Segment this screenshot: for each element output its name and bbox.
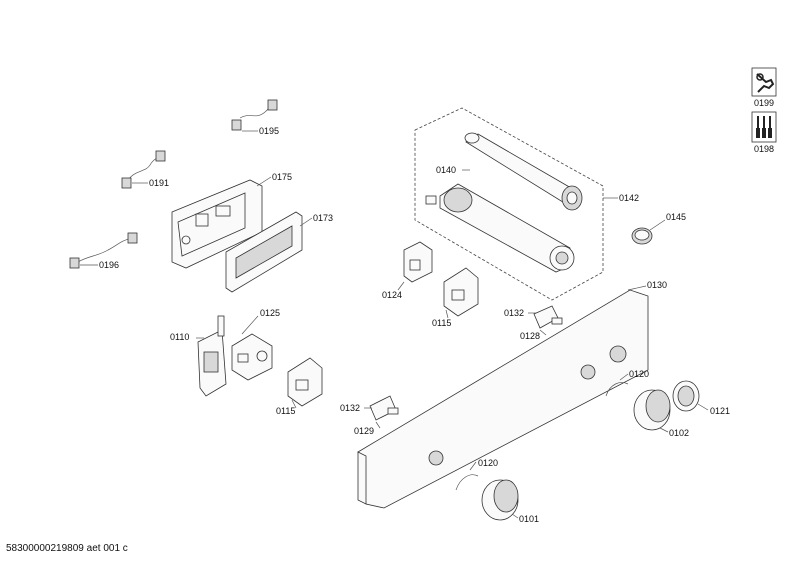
harness-0195[interactable]: 0195	[231, 99, 279, 136]
part-label-0132-b: 0132	[340, 403, 360, 413]
bracket-0115-lower[interactable]: 0115	[276, 357, 323, 416]
fan-housing[interactable]	[425, 183, 575, 273]
clip-0132-upper[interactable]: 0132 0128	[504, 305, 563, 341]
part-label-0175: 0175	[272, 172, 292, 182]
electronic-module-0175[interactable]: 0175	[171, 172, 292, 269]
part-label-0129: 0129	[354, 426, 374, 436]
part-label-0110: 0110	[170, 332, 189, 342]
harness-0196[interactable]: 0196	[69, 232, 138, 270]
tool-0199[interactable]: 0199	[751, 67, 777, 108]
clip-0132-lower[interactable]: 0132 0129	[340, 395, 399, 436]
part-label-0125: 0125	[260, 308, 280, 318]
harness-0191[interactable]: 0191	[121, 150, 169, 189]
part-label-0130: 0130	[647, 280, 667, 290]
tool-label-0199: 0199	[754, 98, 774, 108]
part-label-0128: 0128	[520, 331, 540, 341]
knob-0101[interactable]: 0101	[481, 479, 539, 524]
part-label-0115-b: 0115	[276, 406, 295, 416]
part-label-0101: 0101	[519, 514, 539, 524]
cover-cap-0145[interactable]: 0145	[631, 212, 686, 245]
part-label-0115-a: 0115	[432, 318, 451, 328]
fan-assembly-group-0142[interactable]: 0142	[414, 107, 639, 301]
document-id: 58300000219809 aet 001 c	[6, 543, 128, 554]
part-label-0120-a: 0120	[629, 369, 649, 379]
control-board-0110[interactable]: 0110	[170, 315, 227, 397]
part-label-0191: 0191	[149, 178, 169, 188]
part-label-0145: 0145	[666, 212, 686, 222]
part-label-0132-a: 0132	[504, 308, 524, 318]
part-label-0124: 0124	[382, 290, 402, 300]
knob-0102[interactable]: 0102	[633, 389, 689, 438]
part-label-0140: 0140	[436, 165, 456, 175]
part-label-0120-b: 0120	[478, 458, 498, 468]
fan-motor-0140[interactable]: 0140	[436, 132, 583, 211]
part-label-0195: 0195	[259, 126, 279, 136]
tool-0198[interactable]: 0198	[751, 111, 777, 154]
relay-board-0125[interactable]: 0125	[231, 308, 280, 381]
control-panel-0130[interactable]: 0130	[357, 280, 667, 509]
part-label-0173: 0173	[313, 213, 333, 223]
part-label-0196: 0196	[99, 260, 119, 270]
screwdriver-set-icon	[756, 116, 772, 138]
part-label-0142: 0142	[619, 193, 639, 203]
tool-label-0198: 0198	[754, 144, 774, 154]
wrench-icon	[756, 73, 775, 93]
knob-ring-0121[interactable]: 0121	[672, 380, 730, 416]
display-module-0173[interactable]: 0173	[225, 211, 333, 293]
ring-0120-upper[interactable]: 0120	[605, 369, 649, 397]
part-label-0121: 0121	[710, 406, 730, 416]
bracket-0124[interactable]: 0124	[382, 241, 433, 300]
part-label-0102: 0102	[669, 428, 689, 438]
ring-0120-lower[interactable]: 0120	[455, 458, 498, 491]
bracket-0115-upper[interactable]: 0115	[432, 267, 479, 328]
